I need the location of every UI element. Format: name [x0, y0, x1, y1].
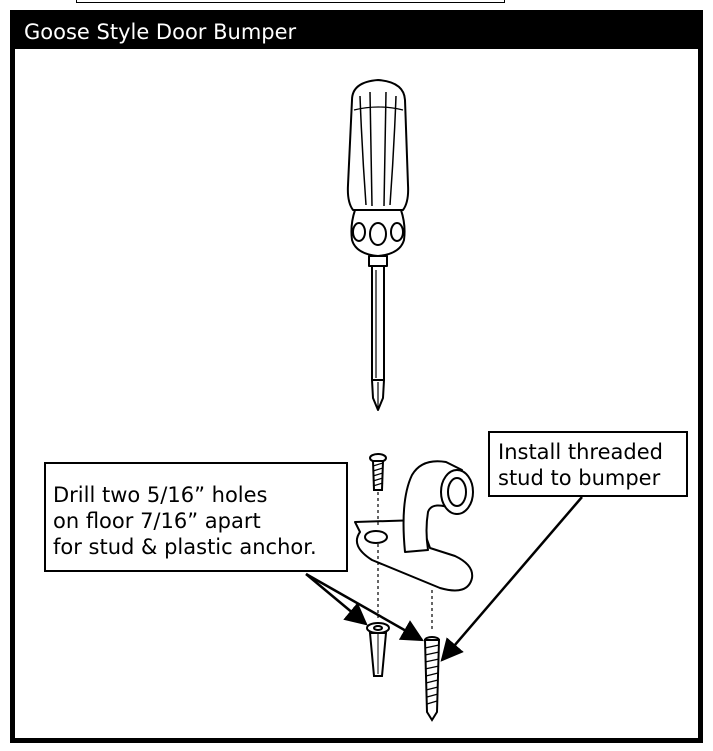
install-line-1: Install threaded [498, 440, 663, 464]
drill-instruction-callout: Drill two 5/16” holes on floor 7/16” apa… [44, 462, 348, 572]
arrow-to-stud-hole [305, 572, 424, 642]
arrow-to-anchor [305, 573, 368, 626]
screw-icon [369, 453, 387, 491]
door-bumper-icon [354, 460, 474, 592]
callout-arrows [305, 496, 583, 662]
alignment-lines [377, 492, 433, 632]
title-bar: Goose Style Door Bumper [15, 15, 698, 49]
drill-line-1: Drill two 5/16” holes [53, 483, 268, 507]
top-border-line [76, 0, 505, 3]
page-title: Goose Style Door Bumper [24, 20, 297, 44]
arrow-to-threaded-stud [440, 496, 583, 662]
install-instruction-callout: Install threaded stud to bumper [488, 431, 688, 497]
drill-line-3: for stud & plastic anchor. [53, 535, 317, 559]
install-line-2: stud to bumper [498, 466, 661, 490]
threaded-stud-icon [423, 636, 441, 722]
plastic-anchor-icon [366, 622, 390, 677]
drill-line-2: on floor 7/16” apart [53, 509, 261, 533]
screwdriver-icon [346, 79, 410, 411]
